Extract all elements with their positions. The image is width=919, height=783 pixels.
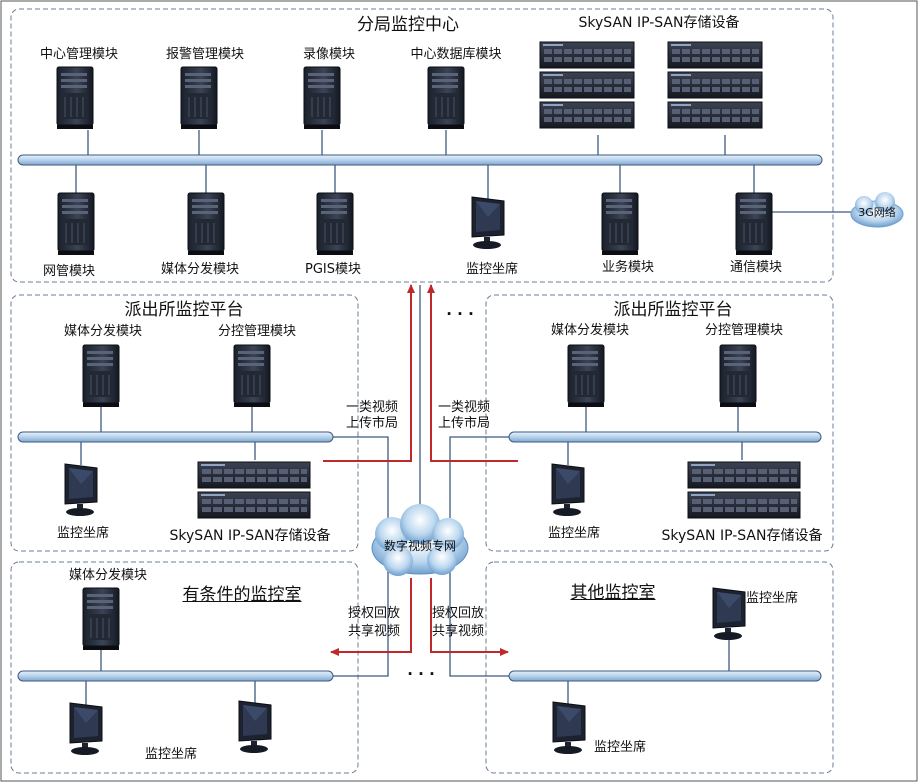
room-right-bus — [508, 670, 822, 682]
storage-array-icon — [197, 461, 311, 519]
server-label: 分控管理模块 — [217, 324, 297, 339]
flow-label: 授权回放 — [348, 606, 401, 621]
server-icon — [233, 344, 271, 408]
monitor-icon — [69, 702, 103, 756]
station-left-box — [10, 294, 359, 552]
server-label: 分控管理模块 — [704, 323, 784, 338]
room-left-title: 有条件的监控室 — [182, 585, 302, 605]
server-icon — [187, 192, 225, 256]
server-label: 报警管理模块 — [165, 47, 245, 62]
station-right-title: 派出所监控平台 — [613, 300, 733, 320]
storage-label: SkySAN IP-SAN存储设备 — [661, 528, 823, 544]
node-label: 业务模块 — [601, 260, 655, 275]
upload-arrow-right — [427, 284, 518, 462]
server-icon — [303, 66, 341, 130]
link-station-right — [449, 436, 509, 518]
station-right-bus — [508, 431, 822, 443]
private-network-cloud-icon — [371, 504, 469, 576]
link-station-left — [333, 436, 389, 518]
server-icon — [567, 344, 605, 408]
server-label: 媒体分发模块 — [63, 324, 143, 339]
server-icon — [82, 587, 120, 651]
server-label: 媒体分发模块 — [550, 323, 630, 338]
ellipsis: · · · — [407, 665, 435, 683]
flow-label: 上传市局 — [346, 416, 399, 431]
seat-label: 监控坐席 — [746, 591, 799, 606]
server-icon — [427, 66, 465, 130]
node-label: 通信模块 — [729, 260, 783, 275]
bureau-box — [10, 8, 834, 283]
network-3g-label: 3G网络 — [858, 206, 896, 219]
server-icon — [316, 192, 354, 256]
server-icon — [735, 192, 773, 256]
room-right-box — [485, 561, 834, 774]
monitor-icon — [238, 700, 272, 754]
server-icon — [56, 66, 94, 130]
seat-label: 监控坐席 — [56, 526, 110, 541]
server-label: 中心管理模块 — [39, 47, 119, 62]
room-left-bus — [17, 670, 334, 682]
seat-label: 监控坐席 — [594, 740, 647, 755]
flow-label: 一类视频 — [438, 400, 491, 415]
server-icon — [719, 344, 757, 408]
link-room-left — [333, 566, 389, 677]
link-room-right — [449, 566, 509, 677]
cloud-3g-icon — [850, 192, 904, 228]
node-label: 网管模块 — [42, 264, 96, 279]
bureau-storage-label: SkySAN IP-SAN存储设备 — [578, 15, 740, 31]
server-label: 录像模块 — [302, 47, 356, 62]
node-label: 媒体分发模块 — [160, 262, 240, 277]
server-icon — [601, 192, 639, 256]
node-label: PGIS模块 — [305, 262, 361, 277]
room-right-title: 其他监控室 — [570, 583, 656, 603]
monitor-icon — [552, 701, 586, 755]
room-left-box — [10, 561, 359, 774]
upload-arrow-left — [323, 284, 415, 462]
server-icon — [57, 192, 95, 256]
share-arrow-right — [430, 578, 509, 656]
monitor-icon — [712, 587, 746, 641]
storage-array-icon — [539, 41, 763, 129]
monitor-icon — [471, 196, 505, 250]
node-label: 监控坐席 — [465, 262, 519, 277]
server-icon — [82, 344, 120, 408]
flow-label: 共享视频 — [432, 624, 485, 639]
network-label: 数字视频专网 — [383, 539, 457, 553]
flow-label: 共享视频 — [348, 624, 401, 639]
monitor-icon — [64, 463, 98, 517]
storage-array-icon — [687, 461, 801, 519]
server-label: 媒体分发模块 — [68, 568, 148, 583]
station-right-box — [485, 294, 834, 552]
server-label: 中心数据库模块 — [410, 47, 502, 62]
share-arrow-left — [330, 578, 412, 656]
bureau-title: 分局监控中心 — [357, 15, 459, 35]
server-icon — [180, 66, 218, 130]
flow-label: 上传市局 — [438, 416, 491, 431]
storage-label: SkySAN IP-SAN存储设备 — [169, 528, 331, 544]
bureau-bus — [17, 154, 823, 166]
seat-label: 监控坐席 — [144, 747, 198, 762]
seat-label: 监控坐席 — [547, 526, 601, 541]
flow-label: 授权回放 — [432, 606, 485, 621]
flow-label: 一类视频 — [346, 400, 399, 415]
station-left-title: 派出所监控平台 — [124, 300, 244, 320]
station-left-bus — [17, 431, 334, 443]
monitor-icon — [551, 463, 585, 517]
ellipsis: · · · — [446, 305, 474, 323]
